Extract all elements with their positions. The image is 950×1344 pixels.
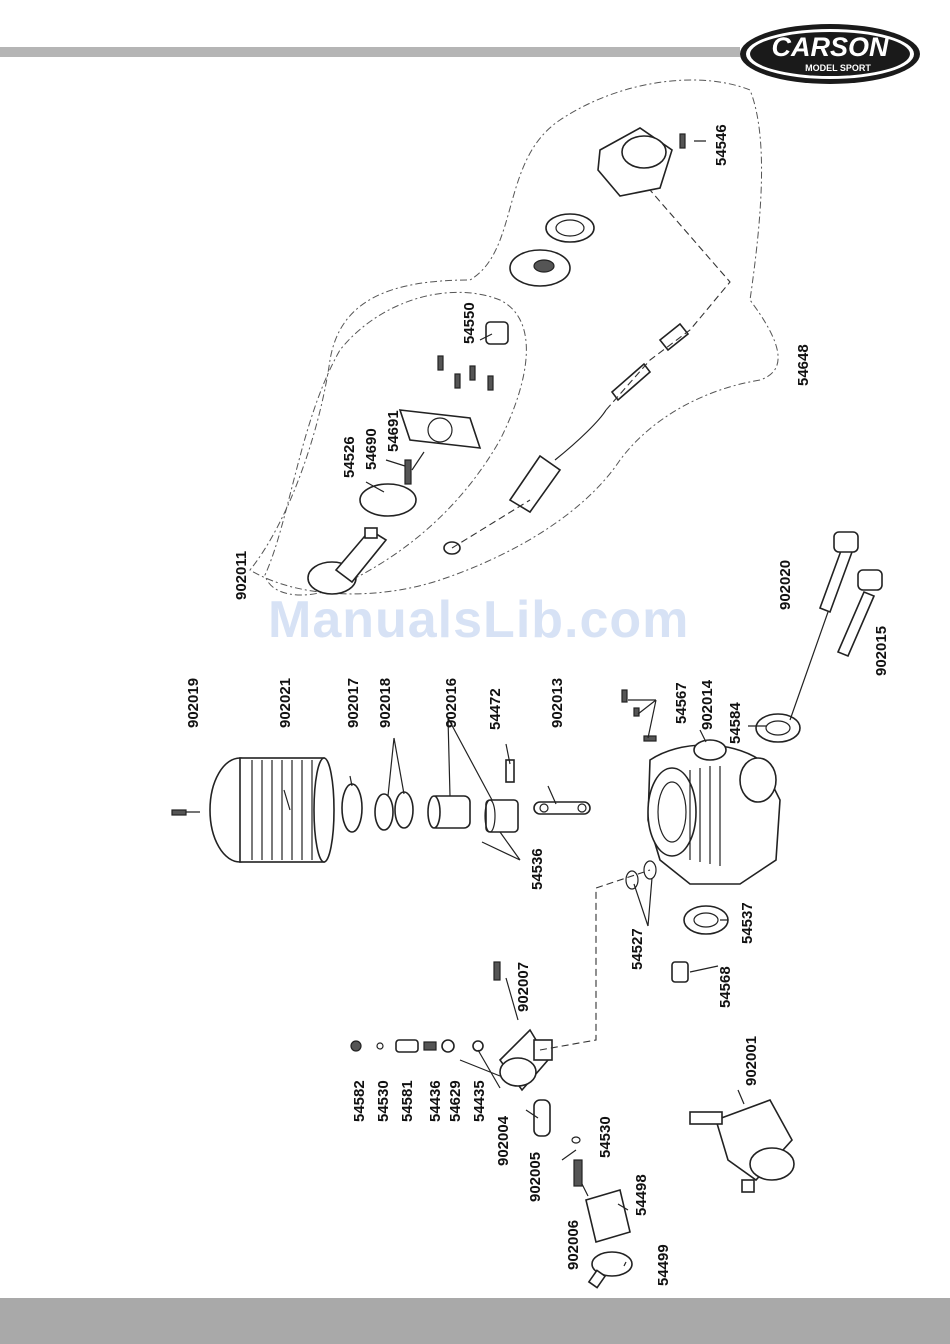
part-902014: 902014: [699, 679, 716, 730]
exhaust-coupler: [510, 250, 570, 286]
exhaust-manifold: [308, 528, 386, 594]
needle-body-54498: [586, 1190, 630, 1242]
carburetor-902001: [690, 1100, 794, 1192]
part-54526: 54526: [341, 436, 358, 478]
part-54537: 54537: [739, 902, 756, 944]
watermark: ManualsLib.com: [268, 590, 708, 650]
part-54691: 54691: [385, 410, 402, 452]
carb-tube: [534, 1100, 550, 1136]
part-902017: 902017: [345, 678, 362, 728]
part-902015: 902015: [873, 626, 890, 676]
o-ring-54530: [572, 1137, 580, 1143]
rear-bearing: [756, 714, 800, 742]
spring-pin: [405, 460, 411, 484]
nut-54550: [486, 322, 508, 344]
muffler-screws: [438, 356, 493, 390]
part-54550: 54550: [461, 302, 478, 344]
part-54530-a: 54530: [375, 1080, 392, 1122]
tube-bush: [660, 324, 688, 350]
part-54690: 54690: [363, 428, 380, 470]
head-screw: [172, 810, 186, 815]
crank-line: [790, 612, 828, 720]
part-902020: 902020: [777, 560, 794, 610]
part-902004: 902004: [495, 1115, 512, 1166]
part-54648: 54648: [795, 344, 812, 386]
bearing-ring: [546, 214, 594, 242]
part-54584: 54584: [727, 702, 744, 744]
part-54472: 54472: [487, 688, 504, 730]
muffler-gasket: [360, 484, 416, 516]
rear-housing: [598, 128, 672, 196]
muffler-flange: [400, 410, 480, 448]
bottom-bar: [0, 1298, 950, 1344]
housing-screw: [680, 134, 685, 148]
part-54527: 54527: [629, 928, 646, 970]
part-902019: 902019: [185, 678, 202, 728]
spring-902007: [494, 962, 500, 980]
needle-cap-54499: [589, 1252, 632, 1288]
part-54530-b: 54530: [597, 1116, 614, 1158]
part-902005: 902005: [527, 1152, 544, 1202]
part-902001: 902001: [743, 1036, 760, 1086]
part-54435: 54435: [471, 1080, 488, 1122]
crankshaft-902020: [820, 532, 858, 612]
piston: [485, 800, 518, 832]
part-54498: 54498: [633, 1174, 650, 1216]
carburetor-902004: [500, 1030, 552, 1090]
head-gasket: [342, 784, 362, 832]
cylinder-head: [210, 758, 334, 862]
part-54581: 54581: [399, 1080, 416, 1122]
needle-assembly: [351, 1040, 483, 1052]
part-902011: 902011: [233, 551, 250, 600]
part-902018: 902018: [377, 678, 394, 728]
piston-sleeve: [428, 796, 470, 828]
part-54499: 54499: [655, 1244, 672, 1286]
needle-902006: [574, 1160, 582, 1186]
o-ring-a: [626, 871, 638, 889]
part-54436: 54436: [427, 1080, 444, 1122]
part-902013: 902013: [549, 678, 566, 728]
part-902006: 902006: [565, 1220, 582, 1270]
part-902021: 902021: [277, 678, 294, 728]
part-54568: 54568: [717, 966, 734, 1008]
part-902016: 902016: [443, 678, 460, 728]
exhaust-dash-route: [452, 190, 730, 548]
part-54629: 54629: [447, 1080, 464, 1122]
exhaust-group-outline: [250, 80, 778, 594]
part-54567: 54567: [673, 682, 690, 724]
connecting-rod: [534, 802, 590, 814]
bushing-54568: [672, 962, 688, 982]
part-902007: 902007: [515, 962, 532, 1012]
glow-plug-tool: [510, 410, 606, 512]
part-54536: 54536: [529, 848, 546, 890]
crankcase: [648, 740, 780, 884]
piston-ring-a: [375, 794, 393, 830]
small-screws-54567: [622, 690, 656, 741]
part-54582: 54582: [351, 1080, 368, 1122]
piston-ring-b: [395, 792, 413, 828]
part-54546: 54546: [713, 124, 730, 166]
